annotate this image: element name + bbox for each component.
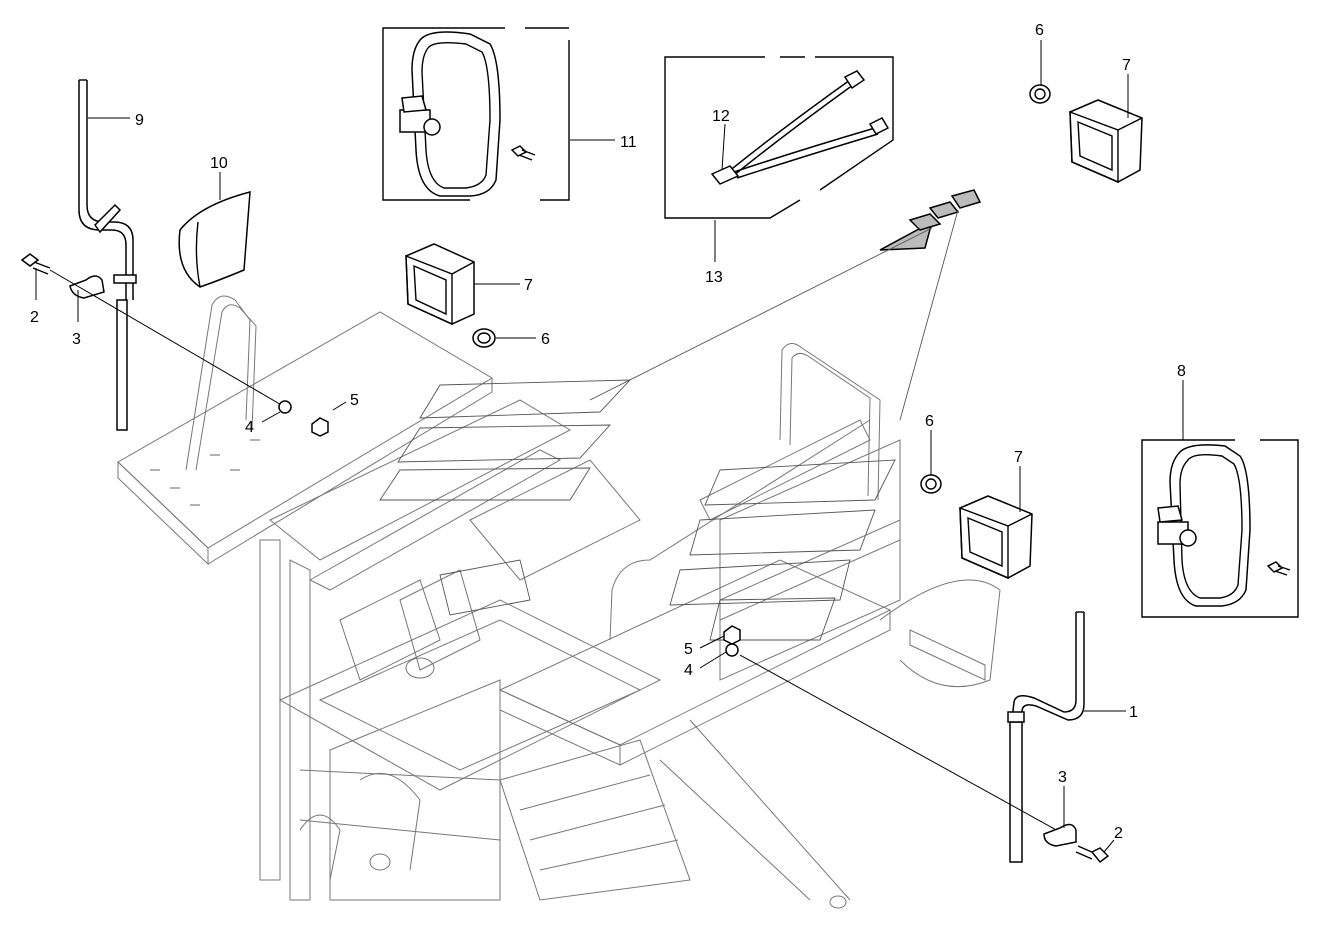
mirror-cover <box>178 191 251 288</box>
grommet-middle <box>472 328 496 348</box>
callout-3-left: 3 <box>72 331 81 348</box>
callout-labels: 9 10 2 3 4 5 11 12 13 6 7 7 6 6 7 8 5 4 … <box>30 22 1186 842</box>
nut-right <box>723 625 741 645</box>
clamp-right <box>1043 823 1077 847</box>
mirror-arm-left <box>78 79 137 431</box>
callout-5-left: 5 <box>350 392 359 409</box>
clamp-left <box>69 275 105 299</box>
callout-2-left: 2 <box>30 309 39 326</box>
washer-left <box>278 400 292 414</box>
callout-6-right: 6 <box>925 413 934 430</box>
mirror-head-right <box>1141 439 1299 618</box>
callout-4-right: 4 <box>684 662 693 679</box>
callout-12: 12 <box>712 108 730 125</box>
grommet-right <box>920 474 942 494</box>
mirror-arm-right <box>1007 611 1085 863</box>
callout-6-top: 6 <box>1035 22 1044 39</box>
callout-7-right: 7 <box>1014 449 1023 466</box>
nut-left <box>311 417 329 437</box>
bolt-right <box>1075 845 1110 864</box>
callout-8: 8 <box>1177 363 1186 380</box>
machine-frame <box>117 295 1001 909</box>
callout-11: 11 <box>620 134 637 151</box>
work-light-middle <box>405 243 475 326</box>
wiring-harness <box>664 56 894 219</box>
callout-13: 13 <box>705 269 723 286</box>
callout-6-middle: 6 <box>541 331 550 348</box>
work-light-right <box>959 495 1033 580</box>
callout-2-right: 2 <box>1114 825 1123 842</box>
decal-set <box>379 189 982 641</box>
callout-4-left: 4 <box>245 419 254 436</box>
callout-9: 9 <box>135 112 144 129</box>
callout-3-right: 3 <box>1058 769 1067 786</box>
callout-7-top: 7 <box>1122 57 1131 74</box>
callout-5-right: 5 <box>684 641 693 658</box>
washer-right <box>725 643 739 657</box>
leader-lines <box>35 40 1184 853</box>
grommet-top-right <box>1029 84 1051 104</box>
callout-1: 1 <box>1129 704 1138 721</box>
work-light-top-right <box>1069 99 1143 184</box>
bolt-left <box>20 253 51 275</box>
callout-7-middle: 7 <box>524 277 533 294</box>
callout-10: 10 <box>210 155 228 172</box>
mirror-head-top <box>382 27 570 201</box>
